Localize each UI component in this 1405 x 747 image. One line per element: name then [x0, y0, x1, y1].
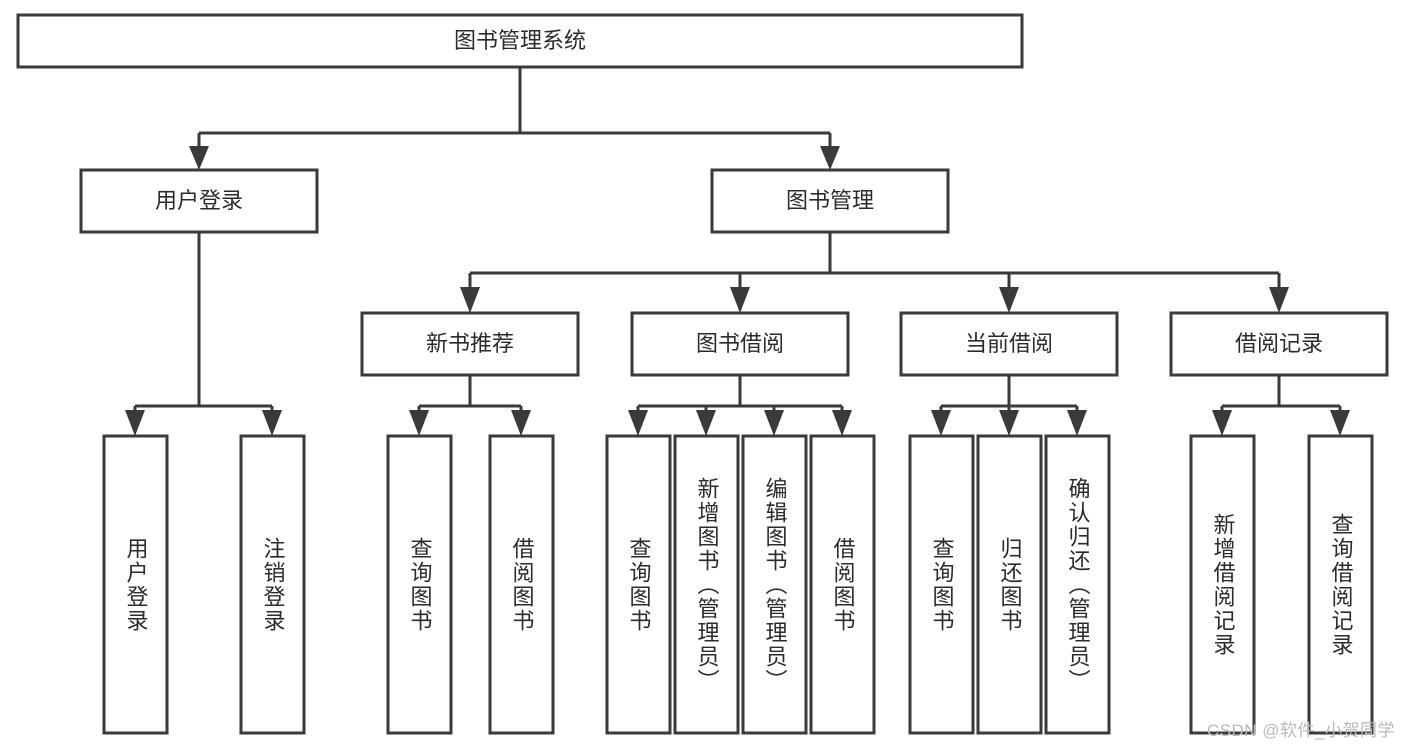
arrowhead-current: [999, 287, 1019, 313]
node-bookmgmt-label: 图书管理: [786, 188, 874, 213]
node-leaf5-box[interactable]: [605, 434, 672, 735]
node-bookmgmt[interactable]: 图书管理: [710, 168, 950, 234]
node-leaf3-box[interactable]: [386, 434, 453, 735]
arrowhead-leaf13: [1330, 410, 1350, 436]
node-newbook-label: 新书推荐: [426, 331, 514, 356]
node-leaf8-box[interactable]: [809, 434, 876, 735]
node-leaf7-box[interactable]: [741, 434, 808, 735]
node-leaf12-box[interactable]: [1189, 434, 1256, 735]
node-leaf10-box[interactable]: [976, 434, 1043, 735]
node-leaf11-box[interactable]: [1044, 434, 1111, 735]
node-borrow-label: 图书借阅: [696, 331, 784, 356]
arrowhead-leaf1: [125, 410, 145, 436]
node-borrow-box[interactable]: [630, 311, 850, 377]
arrowhead-leaf5: [628, 410, 648, 436]
arrowhead-leaf2: [262, 410, 282, 436]
arrowhead-leaf3: [409, 410, 429, 436]
node-record[interactable]: 借阅记录: [1169, 311, 1389, 377]
node-newbook[interactable]: 新书推荐: [360, 311, 580, 377]
arrowhead-login: [189, 146, 209, 170]
node-leaf1-box[interactable]: [102, 434, 169, 735]
node-record-box[interactable]: [1169, 311, 1389, 377]
arrowhead-leaf9: [931, 410, 951, 436]
node-root-label: 图书管理系统: [454, 28, 586, 53]
node-login[interactable]: 用户登录: [79, 168, 319, 234]
arrowhead-leaf7: [764, 410, 784, 436]
node-current-box[interactable]: [899, 311, 1119, 377]
arrowhead-leaf10: [999, 410, 1019, 436]
arrowhead-newbook: [460, 287, 480, 313]
arrowhead-record: [1269, 287, 1289, 313]
connector-layer: [125, 67, 1350, 436]
node-leaf9-box[interactable]: [908, 434, 975, 735]
node-leaf13-box[interactable]: [1307, 434, 1374, 735]
csdn-watermark: CSDN @软件_小贺同学: [1206, 721, 1395, 740]
arrowhead-leaf4: [511, 410, 531, 436]
node-bookmgmt-box[interactable]: [710, 168, 950, 234]
arrowhead-bookmgmt: [820, 146, 840, 170]
node-leaf2-box[interactable]: [239, 434, 306, 735]
node-root-box[interactable]: [16, 13, 1024, 69]
node-leaf6-box[interactable]: [673, 434, 740, 735]
leaf-box-layer: [102, 434, 1374, 735]
arrowhead-leaf8: [832, 410, 852, 436]
node-borrow[interactable]: 图书借阅: [630, 311, 850, 377]
node-login-box[interactable]: [79, 168, 319, 234]
arrowhead-leaf11: [1067, 410, 1087, 436]
node-leaf4-box[interactable]: [488, 434, 555, 735]
arrowhead-borrow: [730, 287, 750, 313]
node-current-label: 当前借阅: [965, 331, 1053, 356]
node-root[interactable]: 图书管理系统: [16, 13, 1024, 69]
node-current[interactable]: 当前借阅: [899, 311, 1119, 377]
node-login-label: 用户登录: [155, 188, 243, 213]
arrowhead-leaf6: [696, 410, 716, 436]
node-newbook-box[interactable]: [360, 311, 580, 377]
arrowhead-leaf12: [1212, 410, 1232, 436]
node-record-label: 借阅记录: [1235, 331, 1323, 356]
